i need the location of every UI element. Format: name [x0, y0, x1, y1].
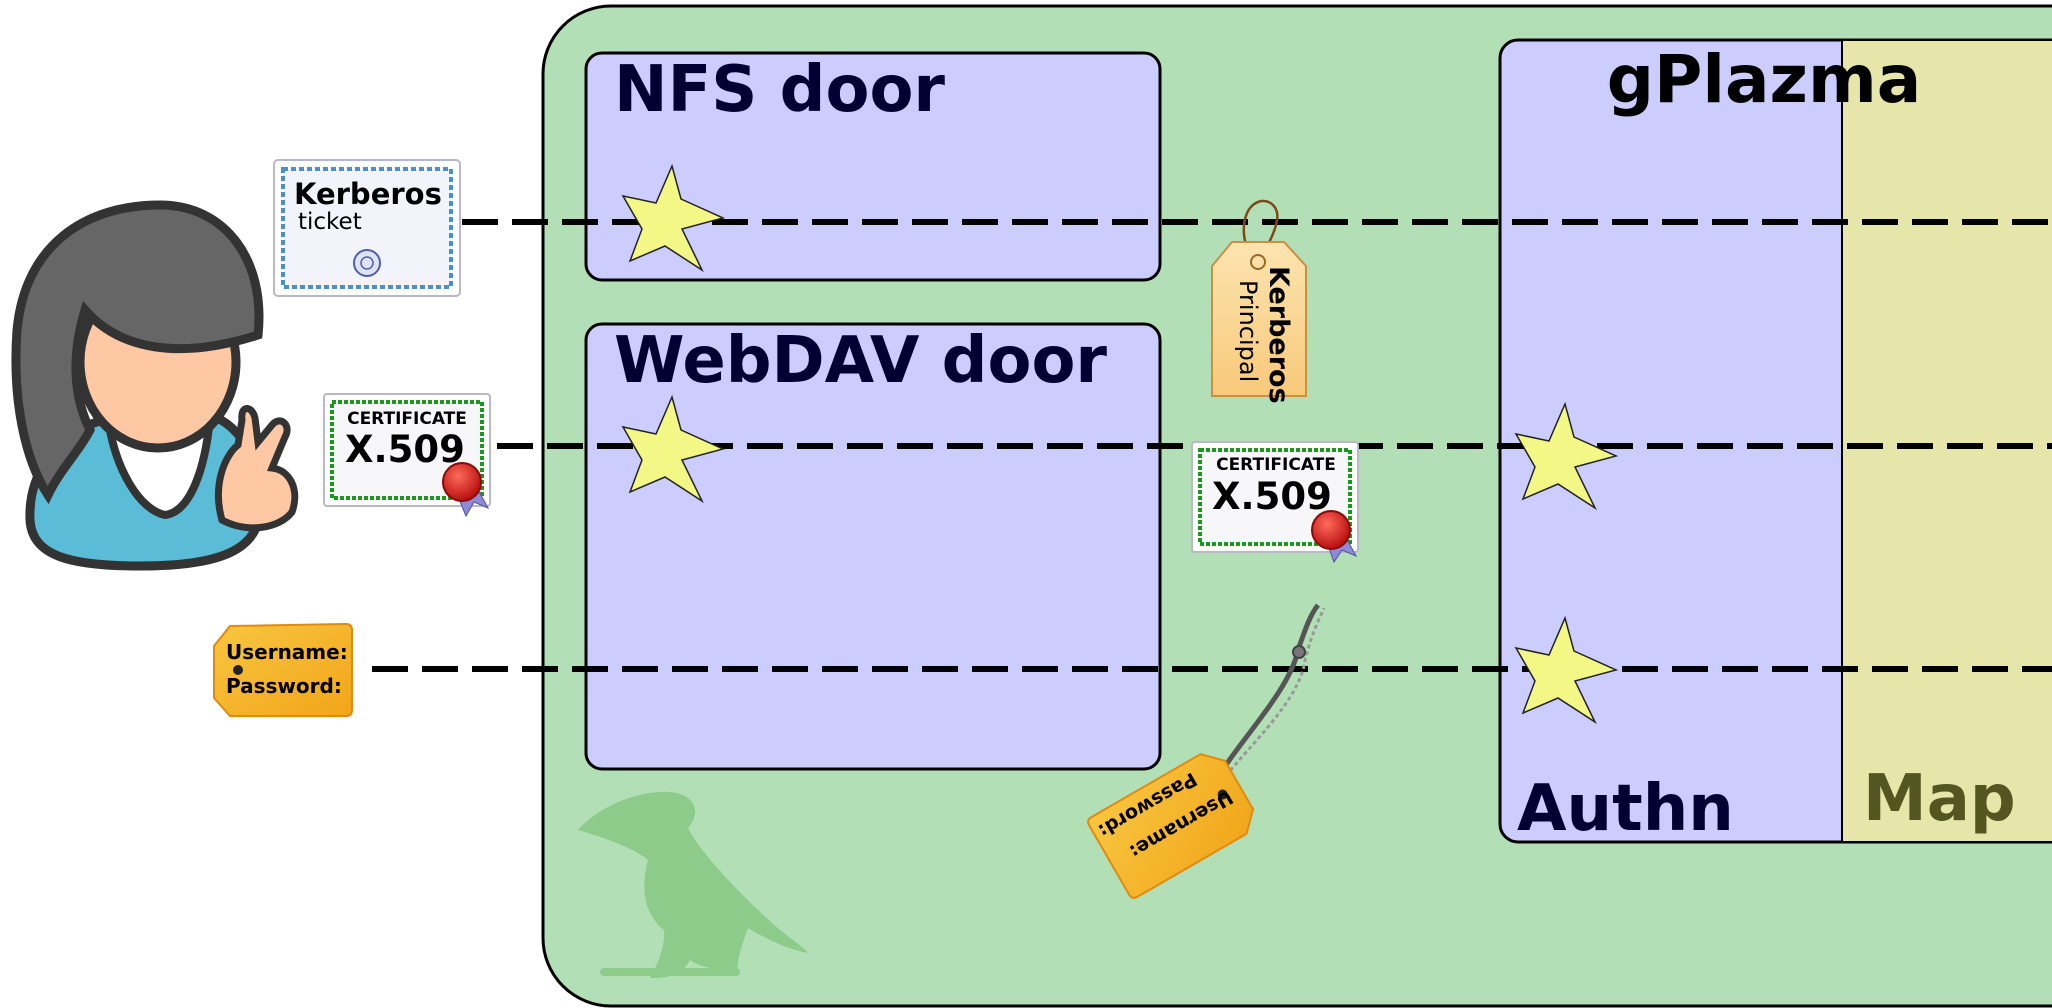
login-credential-tag	[213, 622, 353, 717]
authn-password-star-icon	[1514, 615, 1619, 725]
login-principal-tag	[1087, 603, 1326, 899]
user-avatar-peace-sign	[11, 200, 299, 571]
gplazma-box	[1498, 38, 2052, 844]
x509-principal-card	[1191, 441, 1359, 564]
kerberos-principal-title: Kerberos	[1263, 266, 1294, 404]
login-username-label: Username:	[226, 640, 348, 664]
wax-seal-icon	[1311, 510, 1351, 550]
kerberos-ticket-card	[273, 159, 461, 297]
login-password-label: Password:	[226, 674, 342, 698]
nfs-authentication-star-icon	[621, 163, 726, 273]
authn-x509-star-icon	[1514, 401, 1619, 511]
webdav-door-panel	[584, 322, 1162, 771]
x509-principal-title: X.509	[1212, 475, 1332, 518]
x509-certificate-card	[323, 393, 491, 518]
kerberos-ticket-title: Kerberos	[294, 177, 442, 211]
map-label: Map	[1863, 762, 2016, 836]
x509-certificate-title: X.509	[345, 428, 465, 471]
wax-seal-icon	[442, 462, 482, 502]
gplazma-title: gPlazma	[1607, 41, 1922, 118]
x509-principal-header: CERTIFICATE	[1216, 455, 1336, 475]
kerberos-principal-subtitle: Principal	[1234, 280, 1262, 382]
authn-label: Authn	[1517, 772, 1734, 846]
kerberos-principal-tag	[1211, 199, 1307, 397]
kerberos-ticket-subtitle: ticket	[298, 209, 362, 235]
seal-icon	[353, 249, 381, 277]
webdav-door-title: WebDAV door	[614, 324, 1107, 398]
x509-certificate-header: CERTIFICATE	[347, 409, 467, 429]
bird-watermark-icon	[578, 791, 808, 978]
nfs-door-title: NFS door	[614, 53, 945, 127]
webdav-authentication-star-icon	[621, 394, 726, 504]
